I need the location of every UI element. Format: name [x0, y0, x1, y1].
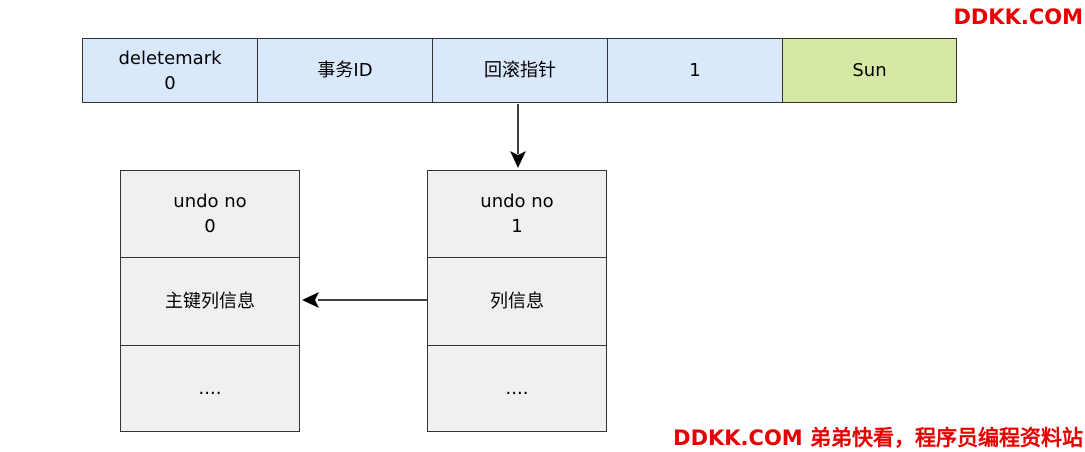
undo-chain-arrow	[302, 292, 427, 308]
field-deletemark: deletemark 0	[82, 38, 258, 103]
field-roll-pointer: 回滚指针	[432, 38, 608, 103]
undo-1-info: 列信息	[427, 257, 607, 346]
undo-1-header: undo no 1	[427, 170, 607, 258]
undo-0-more: ....	[120, 345, 300, 432]
watermark-top: DDKK.COM	[953, 5, 1083, 29]
field-transaction-id: 事务ID	[257, 38, 433, 103]
field-value-sun: Sun	[782, 38, 957, 103]
watermark-bottom: DDKK.COM 弟弟快看，程序员编程资料站	[673, 426, 1083, 450]
undo-0-header: undo no 0	[120, 170, 300, 258]
undo-1-more: ....	[427, 345, 607, 432]
roll-pointer-arrow	[510, 104, 526, 168]
